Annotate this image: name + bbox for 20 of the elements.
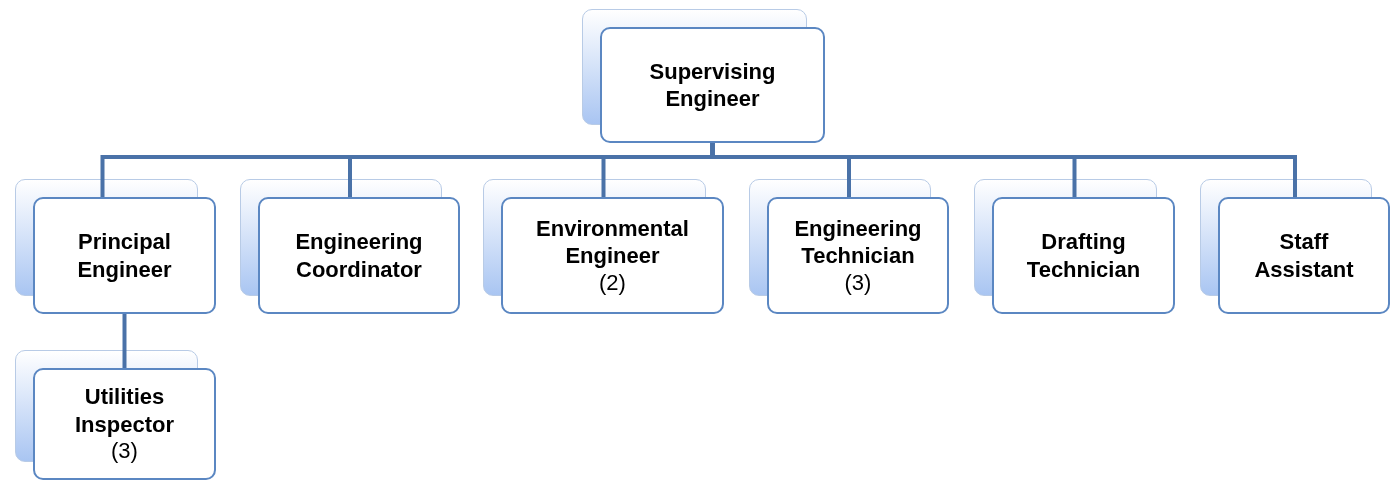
position-title: Drafting Technician bbox=[1025, 228, 1142, 283]
position-title: Environmental Engineer bbox=[535, 214, 690, 270]
position-box bbox=[501, 197, 724, 314]
headcount-label: (2) bbox=[599, 269, 626, 297]
headcount-label: (3) bbox=[844, 269, 872, 297]
position-title: Staff Assistant bbox=[1253, 228, 1355, 283]
position-box bbox=[767, 197, 949, 314]
position-title: Utilities Inspector bbox=[74, 383, 175, 439]
position-box bbox=[992, 197, 1175, 314]
position-box bbox=[600, 27, 825, 143]
position-box bbox=[258, 197, 460, 314]
headcount-label: (3) bbox=[111, 438, 138, 465]
position-box bbox=[1218, 197, 1390, 314]
connector-line bbox=[122, 314, 127, 368]
position-title: Principal Engineer bbox=[76, 228, 173, 283]
position-title: Engineering Coordinator bbox=[294, 228, 424, 283]
position-box bbox=[33, 197, 216, 314]
position-box bbox=[33, 368, 216, 480]
position-title: Supervising Engineer bbox=[648, 57, 777, 113]
position-title: Engineering Technician bbox=[793, 214, 923, 270]
